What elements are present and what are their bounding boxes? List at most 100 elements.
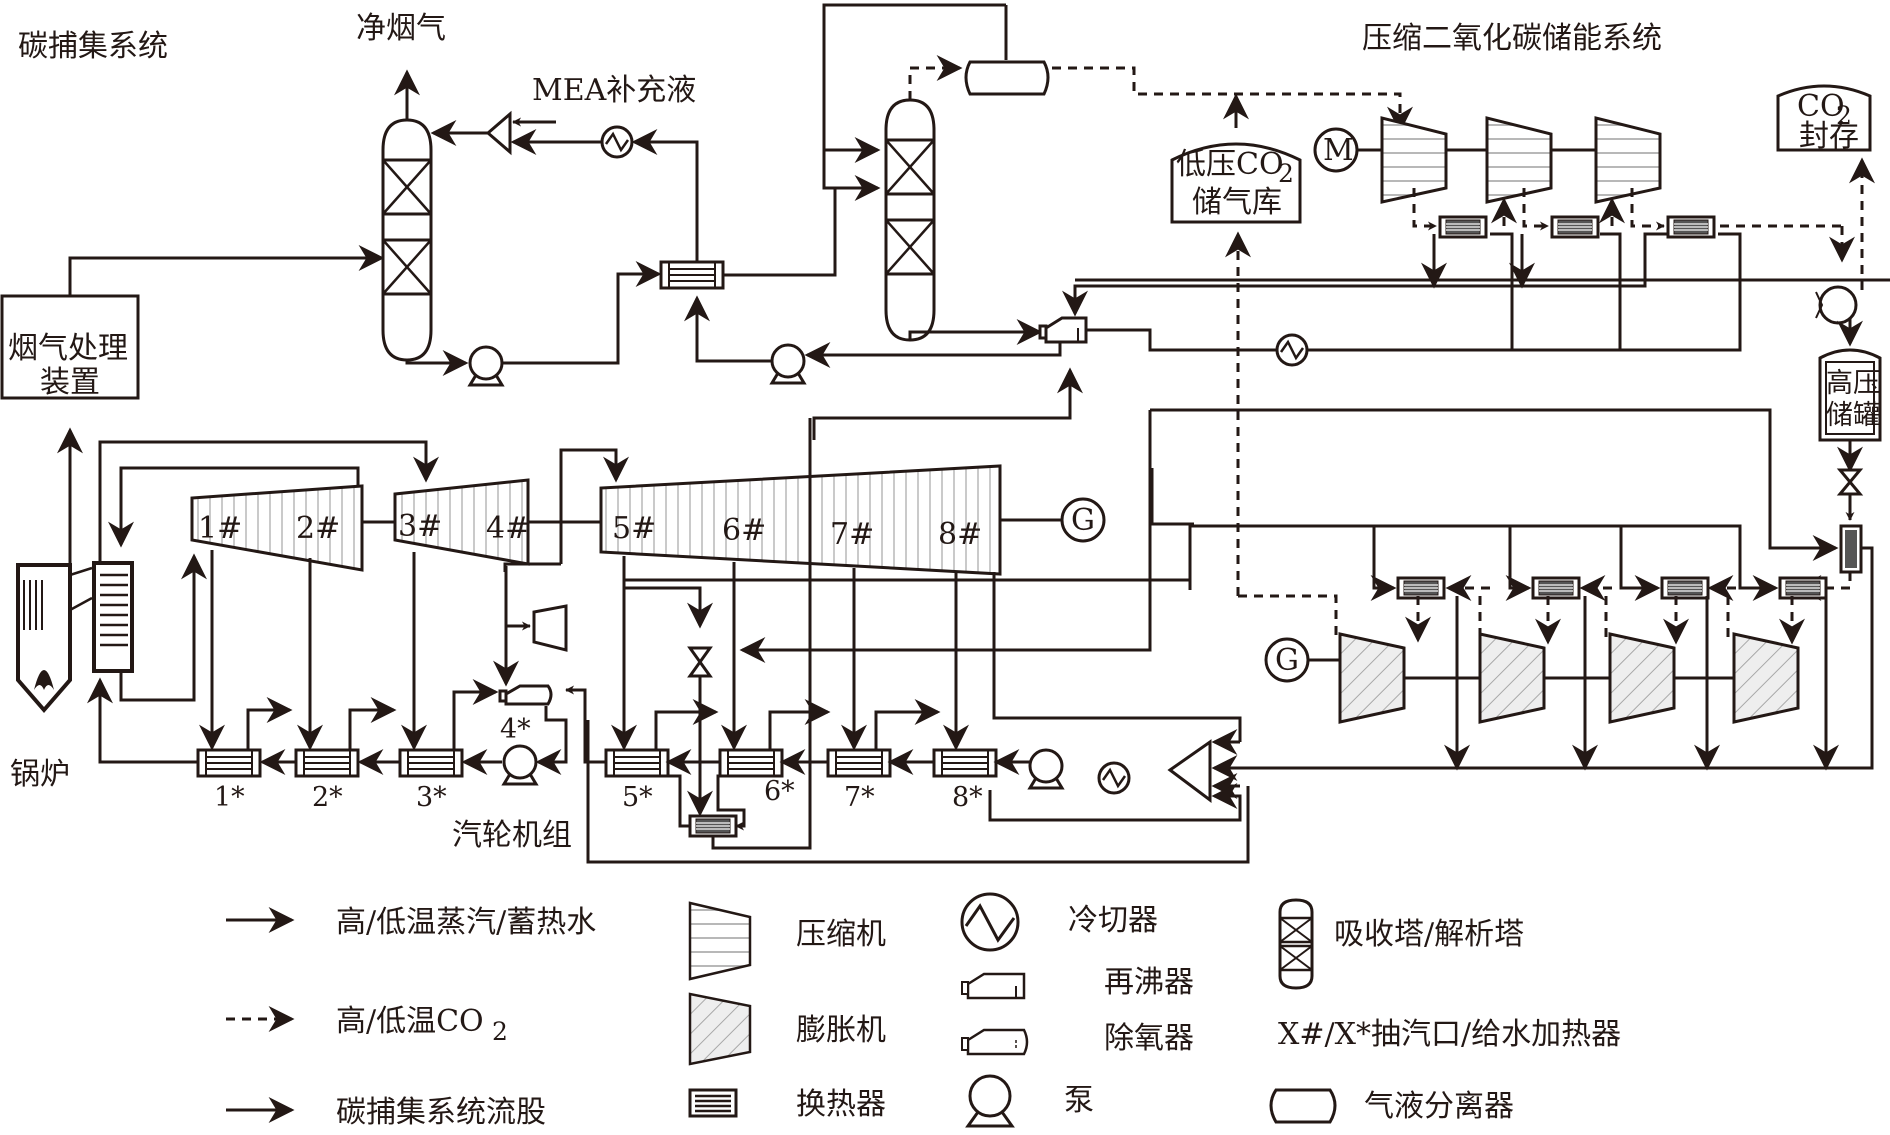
section-title-carbon-capture: 碳捕集系统	[18, 29, 168, 64]
co2-sequestration: CO 2 封存	[1776, 84, 1872, 154]
feedwater-heater-5	[604, 748, 670, 778]
motor: M	[1313, 127, 1359, 173]
extraction-port-5: 5#	[612, 511, 656, 546]
condenser-mixer	[1167, 739, 1212, 803]
pump-icon	[965, 1074, 1015, 1128]
legend-expander: 膨胀机	[796, 1013, 886, 1048]
legend-extraction-note: X#/X*抽汽口/给水加热器	[1278, 1017, 1621, 1052]
intercooler-1	[1438, 215, 1488, 239]
hp-turbine	[190, 484, 364, 572]
svg-text:封存: 封存	[1799, 119, 1859, 154]
extraction-port-6: 6#	[722, 513, 766, 548]
rich-pump-icon	[468, 345, 504, 387]
boiler	[16, 561, 134, 714]
svg-text:M: M	[1323, 133, 1354, 168]
extraction-port-4: 4#	[486, 511, 530, 546]
gas-liquid-separator	[964, 60, 1050, 96]
feedwater-heater-8	[932, 748, 998, 778]
rich-solvent-line	[405, 350, 469, 376]
svg-text:G: G	[1275, 643, 1299, 678]
legend-heat-exchanger: 换热器	[796, 1087, 886, 1122]
deaerator	[498, 684, 553, 706]
co2-pump	[1815, 285, 1858, 325]
reheater-3	[1660, 576, 1710, 600]
reheater-1	[1396, 576, 1446, 600]
legend-separator: 气液分离器	[1364, 1089, 1514, 1124]
cooler-icon	[600, 125, 634, 159]
reheater-2	[1531, 576, 1581, 600]
expander-4	[1732, 632, 1800, 724]
heater-label-5: 5*	[622, 782, 653, 813]
co2-to-compressor-line	[1052, 66, 1413, 133]
heater-label-3: 3*	[416, 782, 447, 813]
low-pressure-co2-store: 低压CO 2 储气库	[1170, 142, 1302, 224]
legend-compressor: 压缩机	[796, 917, 886, 952]
cooler-icon	[1275, 333, 1309, 367]
heat-exchanger-icon	[688, 1088, 738, 1118]
legend-flow-steam: 高/低温蒸汽/蓄热水	[336, 905, 596, 940]
clean-flue-gas-label: 净烟气	[356, 11, 446, 46]
expander-3	[1608, 632, 1676, 724]
condenser-cooler-icon	[1097, 761, 1131, 795]
legend-flow-capture: 碳捕集系统流股	[336, 1095, 546, 1130]
throttle-valve-lp	[687, 646, 713, 678]
svg-text:装置: 装置	[40, 365, 100, 400]
legend-flow-co2: 高/低温CO	[336, 1004, 484, 1039]
heater-label-6: 6*	[764, 776, 795, 807]
generator-co2: G	[1264, 637, 1310, 683]
absorber-column	[381, 118, 433, 362]
deaerator-icon	[961, 1028, 1029, 1056]
reboiler-icon	[961, 972, 1026, 1000]
heater-label-7: 7*	[844, 782, 875, 813]
legend-reboiler: 再沸器	[1104, 965, 1194, 1000]
mea-makeup-label: MEA补充液	[532, 73, 696, 108]
separator-icon	[1269, 1088, 1337, 1124]
heater-label-8: 8*	[952, 782, 983, 813]
compressor-2	[1485, 116, 1553, 204]
svg-text:2: 2	[1836, 101, 1852, 130]
drain-cooler	[688, 814, 738, 838]
feedwater-heater-3	[398, 748, 464, 778]
mea-mixer	[485, 110, 512, 156]
feedpump-turbine	[532, 604, 568, 652]
svg-text:G: G	[1071, 503, 1095, 538]
flue-gas-treatment-unit: 烟气处理 装置	[0, 294, 140, 400]
legend-pump: 泵	[1064, 1083, 1094, 1118]
reheater-4	[1778, 576, 1828, 600]
feedwater-heater-1	[196, 748, 262, 778]
section-title-co2-storage: 压缩二氧化碳储能系统	[1362, 21, 1662, 56]
expander-2	[1478, 632, 1546, 724]
legend: 高/低温蒸汽/蓄热水 高/低温CO 2 碳捕集系统流股 压缩机 膨胀机 换热器 …	[226, 892, 1621, 1130]
svg-text:2: 2	[492, 1017, 508, 1046]
expander-1	[1338, 632, 1406, 724]
extraction-port-7: 7#	[830, 517, 874, 552]
heater-label-4: 4*	[500, 714, 531, 745]
extraction-port-2: 2#	[296, 511, 340, 546]
section-title-turbine-unit: 汽轮机组	[452, 818, 572, 853]
co2-overhead-line	[908, 55, 963, 100]
heater-label-1: 1*	[214, 782, 245, 813]
svg-text:CO: CO	[1797, 89, 1845, 124]
aftercooler	[1666, 215, 1716, 239]
flue-gas-line	[68, 245, 385, 296]
expander-icon	[688, 992, 752, 1066]
svg-text:储罐: 储罐	[1826, 400, 1880, 431]
svg-text:储气库: 储气库	[1192, 185, 1282, 220]
generator-turbine: G	[1060, 497, 1106, 543]
compressor-icon	[688, 901, 752, 981]
extraction-port-1: 1#	[198, 511, 242, 546]
high-pressure-tank: 高压 储罐	[1818, 348, 1882, 442]
lean-rich-heat-exchanger	[659, 260, 725, 290]
legend-column: 吸收塔/解析塔	[1334, 917, 1524, 952]
cooler-icon	[960, 892, 1020, 952]
feedwater-heater-7	[826, 748, 892, 778]
feedwater-heater-2	[294, 748, 360, 778]
svg-text:2: 2	[1278, 159, 1294, 188]
legend-deaerator: 除氧器	[1104, 1021, 1194, 1056]
svg-text:烟气处理: 烟气处理	[8, 331, 128, 366]
throttle-valve	[1836, 468, 1864, 496]
feedwater-heater-6	[718, 748, 784, 778]
heater-label-2: 2*	[312, 782, 343, 813]
lean-pump-icon	[770, 343, 806, 385]
